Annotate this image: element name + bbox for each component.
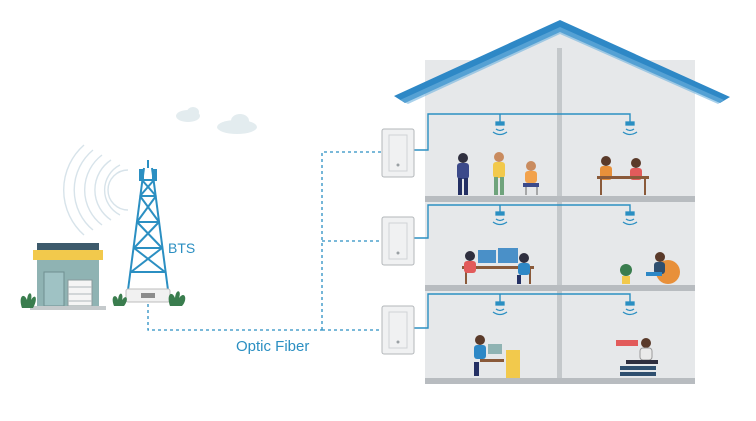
person-with-laptop: [616, 338, 658, 376]
floor-slab: [425, 285, 695, 291]
optic-fiber-label: Optic Fiber: [236, 338, 310, 355]
people-at-table: [597, 156, 649, 195]
plant-icon: [112, 291, 186, 306]
wifi-antenna-icon: [492, 301, 508, 316]
repeater-cabinet-icon: [381, 305, 415, 355]
base-station-building: [30, 243, 106, 310]
signal-waves-icon: [62, 144, 129, 236]
wifi-antenna-icon: [492, 121, 508, 136]
repeater-cabinet-icon: [381, 128, 415, 178]
wifi-antenna-icon: [622, 121, 638, 136]
office-workers: [462, 248, 534, 284]
wifi-antenna-icon: [622, 301, 638, 316]
bts-cabinet: [125, 288, 171, 303]
floor-slab: [425, 196, 695, 202]
cloud-icon: [217, 114, 257, 134]
plant-icon: [620, 264, 632, 284]
optic-fiber-link: [147, 151, 382, 331]
bts-label: BTS: [168, 240, 196, 256]
people-with-phones: [457, 152, 539, 195]
plant-icon: [20, 293, 36, 308]
cloud-icon: [176, 107, 200, 122]
wifi-antenna-icon: [492, 211, 508, 226]
indoor-cabling: [414, 113, 631, 329]
radio-tower-icon: [127, 160, 169, 291]
house: [394, 20, 730, 384]
wifi-antenna-icon: [622, 211, 638, 226]
person-on-beanbag: [646, 252, 680, 284]
floor-slab: [425, 378, 695, 384]
person-at-desk: [474, 335, 520, 378]
repeater-cabinet-icon: [381, 216, 415, 266]
